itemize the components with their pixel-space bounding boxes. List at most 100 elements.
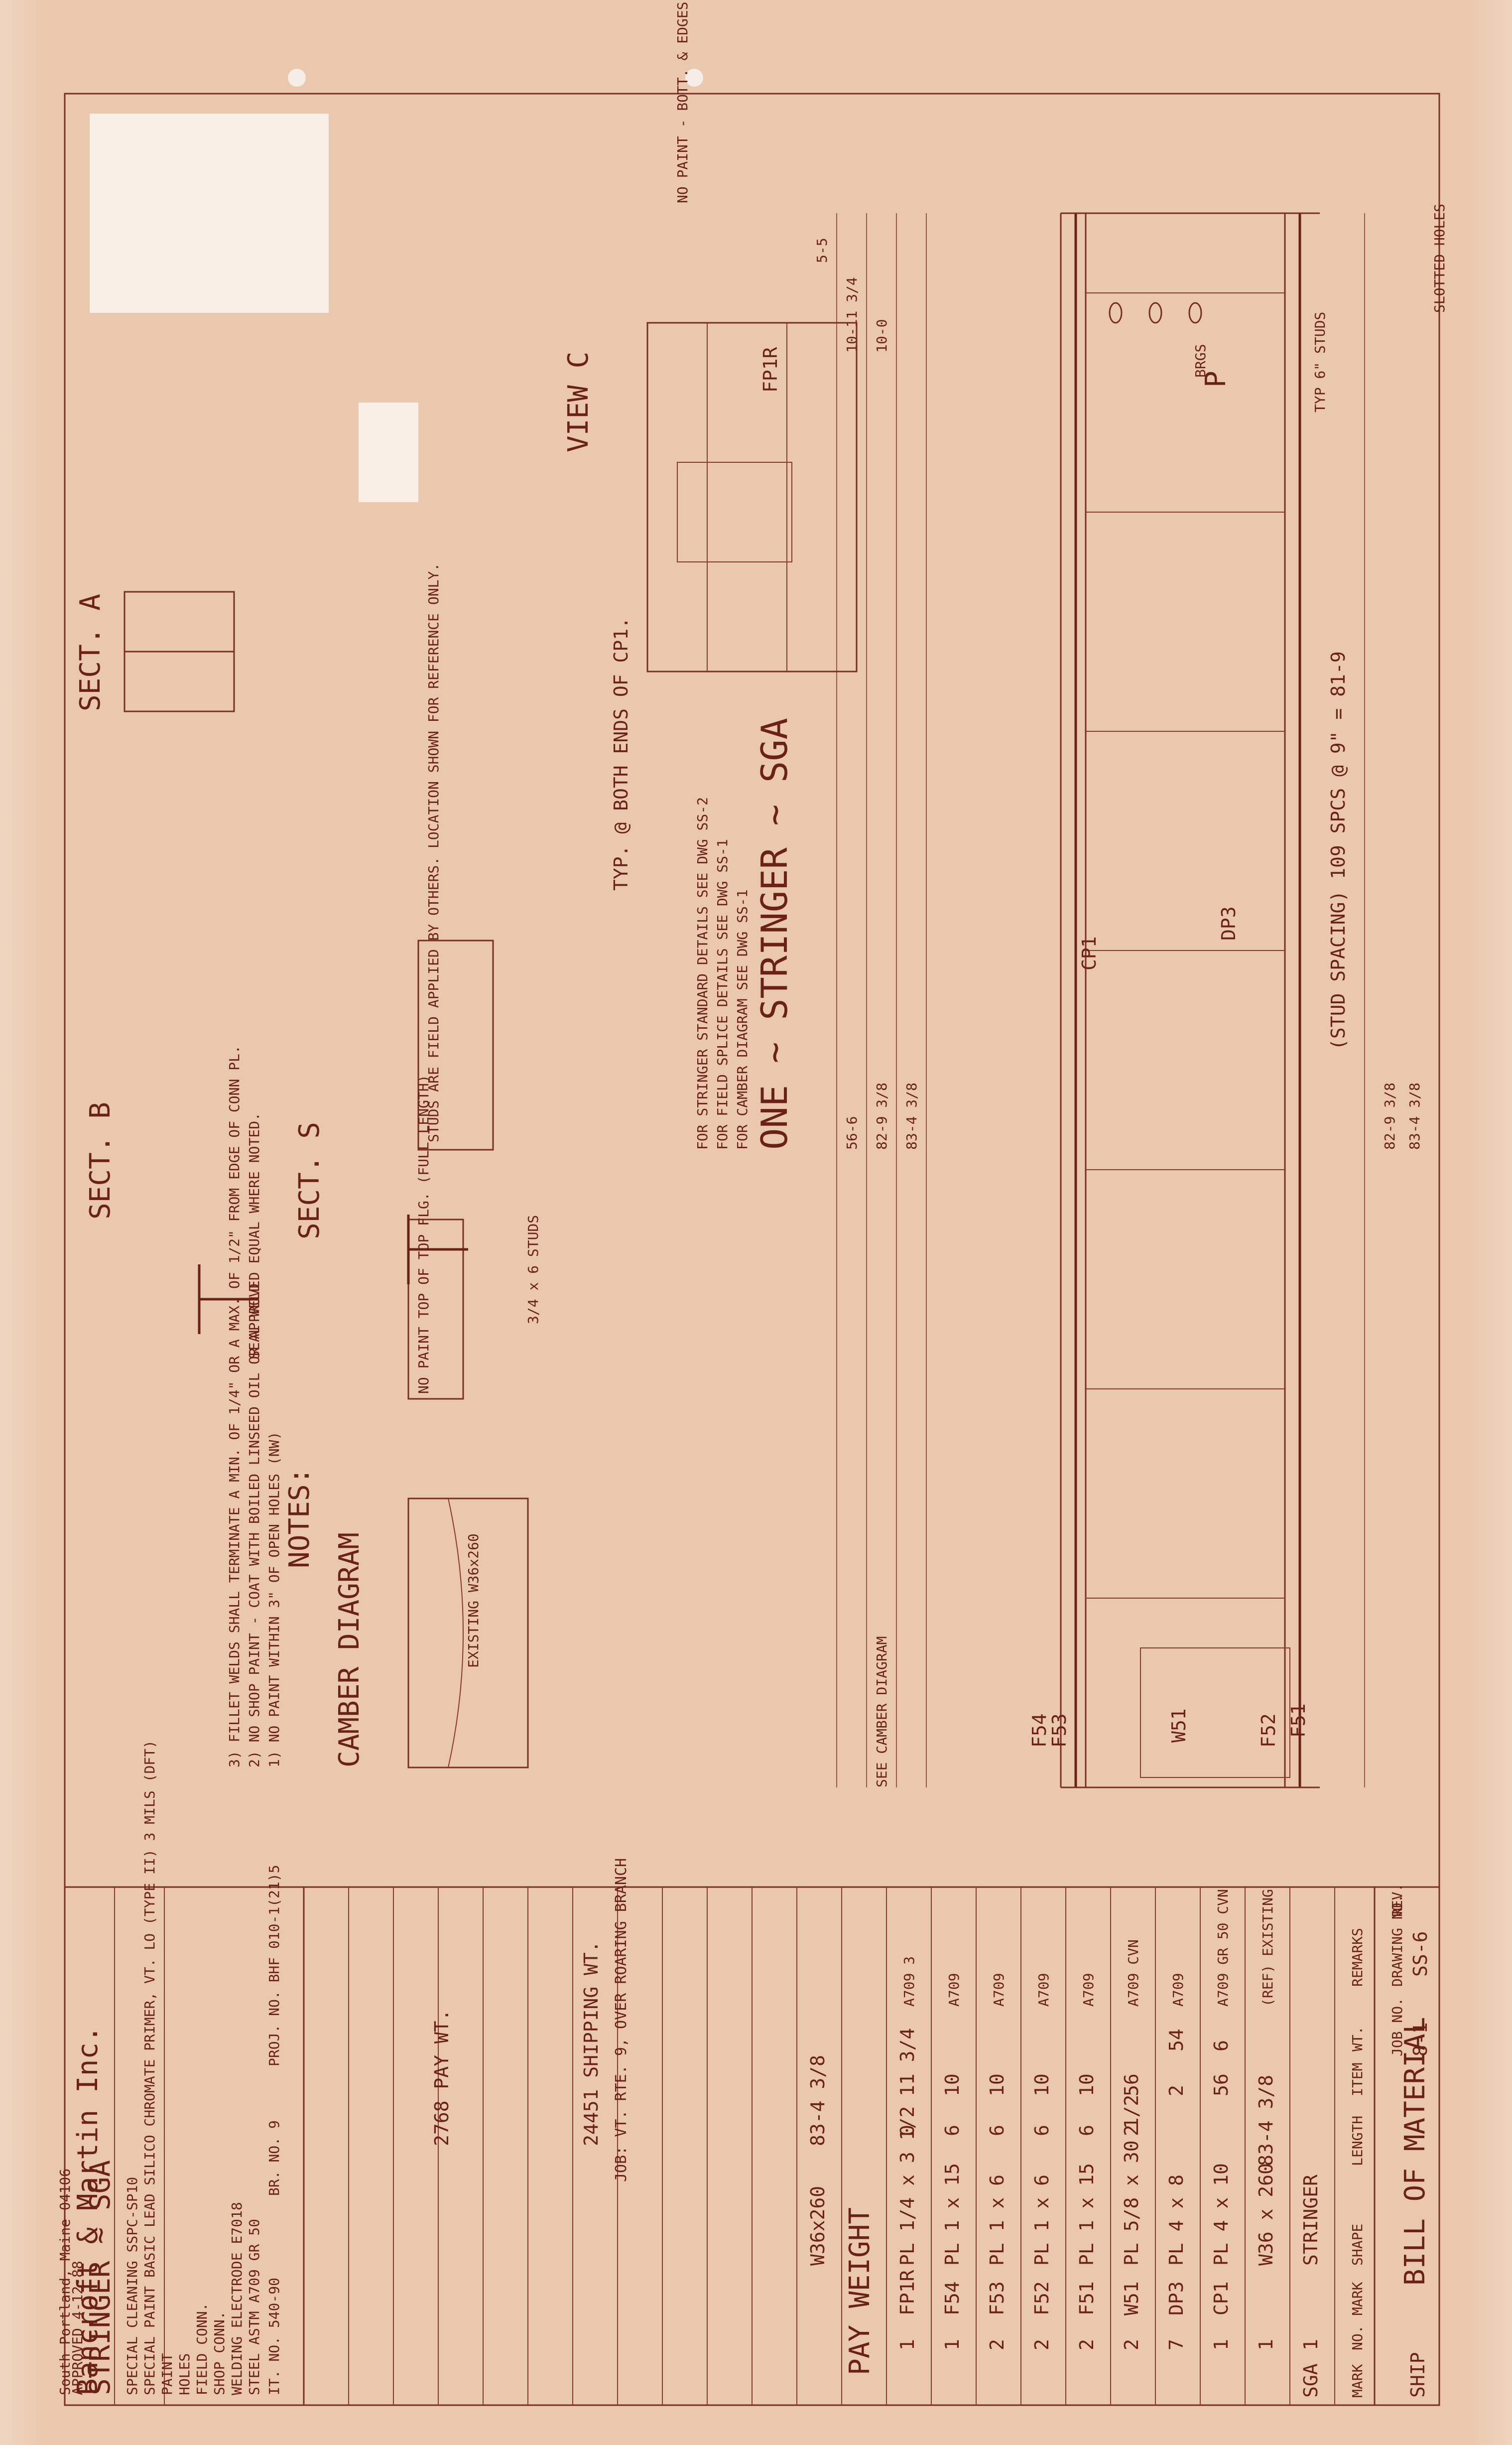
bom-row-9-sub: FP1R — [896, 2270, 918, 2315]
bom-row-4-item: 56 — [1121, 2073, 1142, 2096]
bom-row-4-remarks: A709 CVN — [1125, 1939, 1141, 2007]
bom-row-0-shape: STRINGER — [1300, 2174, 1322, 2266]
bom-row-7-remarks: A709 — [991, 1973, 1007, 2007]
company-address: South Portland, Maine 04106 — [57, 2169, 73, 2395]
bom-row-5-item: 10 — [1076, 2073, 1098, 2096]
steel-astm: STEEL ASTM A709 GR 50 — [246, 2219, 262, 2395]
slotted-hole-2 — [1148, 302, 1162, 324]
no-paint-top-box — [407, 1219, 464, 1400]
bom-row-8-item: 10 — [941, 2073, 963, 2096]
stringer-elevation — [836, 212, 1365, 1788]
bom-row-3-sub: DP3 — [1165, 2281, 1187, 2315]
w51-label: W51 — [1168, 1708, 1190, 1743]
bom-ship-label: SHIP — [1407, 2352, 1429, 2398]
section-b-detail — [198, 1264, 259, 1334]
note-1: 1) NO PAINT WITHIN 3" OF OPEN HOLES (NW) — [266, 1432, 282, 1767]
holes: HOLES — [176, 2353, 193, 2395]
approved: APPROVED 4-12-88 — [69, 2261, 86, 2395]
slotted-hole-1 — [1109, 302, 1123, 324]
bom-row-2-wt: 6 — [1210, 2040, 1232, 2051]
bom-row-2-no: 1 — [1210, 2339, 1232, 2350]
title-block: IT. NO. 540-90 BR. NO. 9 PROJ. NO. BHF 0… — [69, 1740, 282, 2395]
camber-diagram — [407, 1497, 529, 1768]
pay-weight-label: PAY WEIGHT — [844, 2207, 876, 2375]
pay-weight-shape: W36x260 — [807, 2186, 829, 2266]
view-c-box — [646, 322, 858, 673]
sect-a-label: SECT. A — [74, 594, 107, 711]
note-std-ref: FOR STRINGER STANDARD DETAILS SEE DWG SS… — [694, 797, 711, 1150]
cp1-label: CP1 — [1078, 936, 1100, 970]
fp1r-label: FP1R — [759, 347, 781, 393]
bom-col-shape: SHAPE — [1349, 2224, 1366, 2266]
bom-column-headers: MARK NO. MARK SHAPE LENGTH ITEM WT. REMA… — [1349, 1928, 1366, 2398]
erasure-patch-2 — [359, 403, 418, 502]
dim-10-11: 10-11 3/4 — [844, 277, 860, 353]
bom-row-6-remarks: A709 — [1035, 1973, 1052, 2007]
section-s-detail — [407, 1215, 468, 1284]
bom-grid — [303, 1887, 1335, 2405]
bom-row-5-remarks: A709 — [1080, 1973, 1097, 2007]
camber-curve — [448, 1498, 464, 1768]
bom-row-3-remarks: A709 — [1170, 1973, 1186, 2007]
field-conn: FIELD CONN. — [194, 2303, 210, 2395]
bom-rows: SGA 1 STRINGER 1 W36 x 260 83-4 3/8 (REF… — [431, 1889, 1322, 2398]
title-block-strip: Bancroft & Martin Inc. South Portland, M… — [57, 2026, 104, 2395]
bom-row-6-no: 2 — [1031, 2339, 1053, 2350]
bom-col-length: LENGTH — [1349, 2116, 1366, 2166]
dim-5-5: 5-5 — [814, 238, 830, 263]
studs-size-label: 3/4 x 6 STUDS — [525, 1215, 541, 1324]
sect-b-label: SECT. B — [84, 1102, 117, 1220]
bom-col-wt: WT. — [1349, 2026, 1366, 2051]
f51-label: F51 — [1287, 1703, 1309, 1738]
bom-row-8-length: 6 — [941, 2125, 963, 2136]
bom-title: BILL OF MATERIAL — [1399, 2017, 1431, 2286]
no-paint-top: NO PAINT TOP OF TOP FLG. (FULL LENGTH) — [415, 1075, 432, 1394]
typ-both-ends: TYP. @ BOTH ENDS OF CP1. — [610, 617, 632, 891]
bom-row-5-no: 2 — [1076, 2339, 1098, 2350]
bom-row-8-shape: PL 1 x 15 — [941, 2163, 963, 2266]
bom-row-2-sub: CP1 — [1210, 2281, 1232, 2315]
bom-row-7-shape: PL 1 x 6 — [986, 2174, 1008, 2266]
dim-total-3: 56-6 — [844, 1116, 860, 1150]
special-paint: SPECIAL PAINT BASIC LEAD SILICO CHROMATE… — [141, 1740, 158, 2395]
f52-label: F52 — [1258, 1713, 1279, 1748]
bom-row-0-no: 1 — [1300, 2339, 1322, 2350]
cp1-plate — [677, 462, 792, 562]
shop-conn: SHOP CONN. — [211, 2311, 228, 2395]
bom-row-2-item: 56 — [1210, 2073, 1232, 2096]
dim-total-5: 83-4 3/8 — [1406, 1083, 1423, 1150]
dim-total-4: 82-9 3/8 — [1382, 1083, 1398, 1150]
paint: PAINT — [159, 2353, 175, 2395]
brgs-label: BRGS — [1192, 344, 1209, 378]
bom-col-submark: MARK — [1349, 2282, 1366, 2315]
slotted-hole-3 — [1188, 302, 1202, 324]
bom-row-4-shape: PL 5/8 x 30 1/2 — [1121, 2095, 1142, 2266]
bom-row-5-sub: F51 — [1076, 2281, 1098, 2315]
stud-spacing-label: (STUD SPACING) 109 SPCS @ 9" = 81-9 — [1327, 651, 1349, 1050]
dim-total-2: 82-9 3/8 — [874, 1083, 890, 1150]
bom-row-6-shape: PL 1 x 6 — [1031, 2174, 1053, 2266]
bom-row-1-remarks: (REF) EXISTING — [1260, 1889, 1276, 2007]
bom-row-1-no: 1 — [1255, 2339, 1277, 2350]
bom-row-4-sub: W51 — [1121, 2281, 1142, 2315]
bom-row-6-length: 6 — [1031, 2125, 1053, 2136]
bom-row-8-no: 1 — [941, 2339, 963, 2350]
section-a-detail — [124, 591, 235, 712]
bom-col-mark: MARK — [1349, 2364, 1366, 2398]
one-stringer-title: ONE ~ STRINGER ~ SGA — [754, 718, 795, 1150]
bom-row-1-length: 83-4 3/8 — [1255, 2075, 1277, 2166]
erasure-patch-1 — [90, 114, 329, 313]
f53-label: F53 — [1048, 1713, 1070, 1748]
note-3: 3) FILLET WELDS SHALL TERMINATE A MIN. O… — [226, 1045, 243, 1767]
bom-job-no-label: JOB NO. — [1389, 1998, 1405, 2056]
bom-job-no: 8-1 — [1409, 2022, 1431, 2056]
bom-row-7-sub: F53 — [986, 2281, 1008, 2315]
stiffeners — [1086, 292, 1285, 1599]
drawing-title: STRINGER ~ SGA — [84, 2160, 117, 2395]
bom-row-1-shape: W36 x 260 — [1255, 2163, 1277, 2266]
bom-row-9-length: 0 — [896, 2125, 918, 2136]
